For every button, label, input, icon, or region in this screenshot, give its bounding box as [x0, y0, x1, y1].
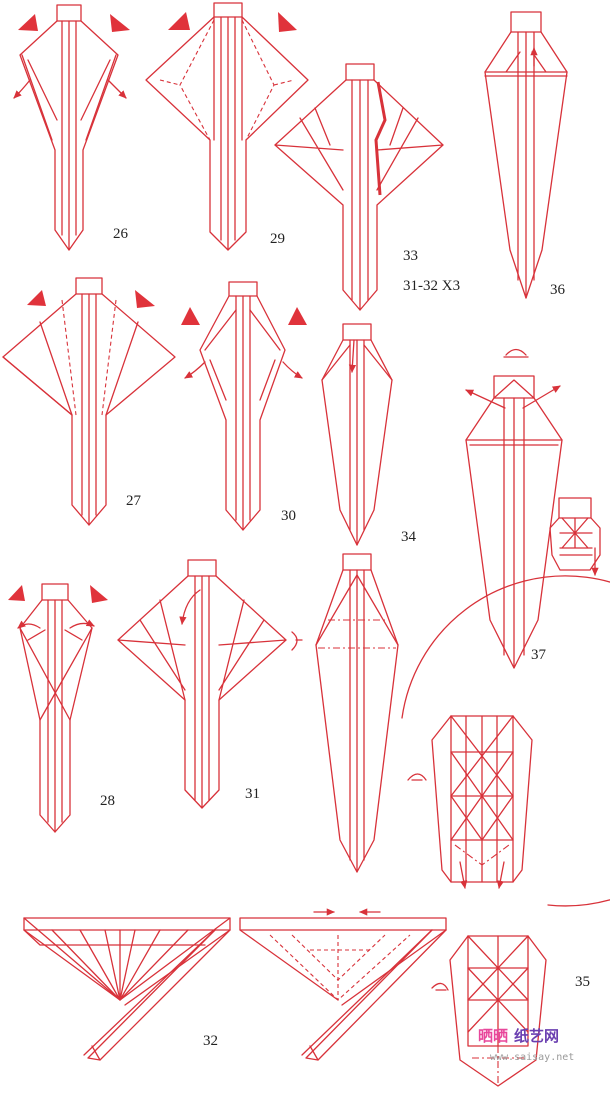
push-marker-icon: [278, 12, 297, 32]
view-eye-icon: [431, 982, 449, 991]
step-label-37: 37: [531, 647, 547, 663]
push-marker-icon: [168, 12, 190, 30]
step-28-figure: [8, 583, 108, 833]
watermark-url: www.saisay.net: [490, 1052, 574, 1063]
step-label-32: 32: [203, 1033, 218, 1049]
push-marker-icon: [288, 307, 307, 325]
step-35-zoom-detail: [401, 575, 610, 907]
step-label-36: 36: [550, 282, 566, 298]
watermark-brand-a: 晒晒: [478, 1027, 508, 1045]
push-marker-icon: [18, 14, 38, 31]
watermark-brand-b: 纸艺网: [514, 1027, 559, 1045]
push-marker-icon: [90, 585, 108, 603]
step-26-figure: [13, 4, 130, 251]
step-27-figure: [2, 277, 176, 526]
push-marker-icon: [110, 14, 130, 32]
step-32a-figure: [23, 917, 231, 1061]
push-marker-icon: [27, 290, 46, 306]
step-34b-figure: [315, 553, 399, 873]
view-eye-icon: [291, 631, 303, 651]
step-32b-figure: [239, 908, 447, 1061]
step-repeat-note: 31-32 X3: [403, 278, 460, 294]
step-34-figure: [321, 323, 393, 546]
step-29-figure: [145, 2, 309, 251]
view-eye-icon: [505, 348, 527, 356]
push-marker-icon: [8, 585, 25, 601]
push-marker-icon: [181, 307, 200, 325]
step-label-28: 28: [100, 793, 115, 809]
step-35-figure: [431, 935, 547, 1087]
site-watermark: 晒晒 纸艺网 www.saisay.net: [478, 1027, 574, 1063]
step-33-figure: [274, 63, 444, 311]
step-label-30: 30: [281, 508, 296, 524]
step-36-figure: [484, 11, 568, 299]
step-37-figure: [465, 348, 601, 669]
step-label-33: 33: [403, 248, 418, 264]
step-label-34: 34: [401, 529, 417, 545]
view-eye-icon: [407, 773, 427, 781]
step-label-35: 35: [575, 974, 590, 990]
step-label-26: 26: [113, 226, 129, 242]
step-31-figure: [117, 559, 303, 809]
step-label-31: 31: [245, 786, 260, 802]
step-label-29: 29: [270, 231, 285, 247]
step-30-figure: [181, 281, 307, 531]
push-marker-icon: [135, 290, 155, 308]
step-label-27: 27: [126, 493, 142, 509]
